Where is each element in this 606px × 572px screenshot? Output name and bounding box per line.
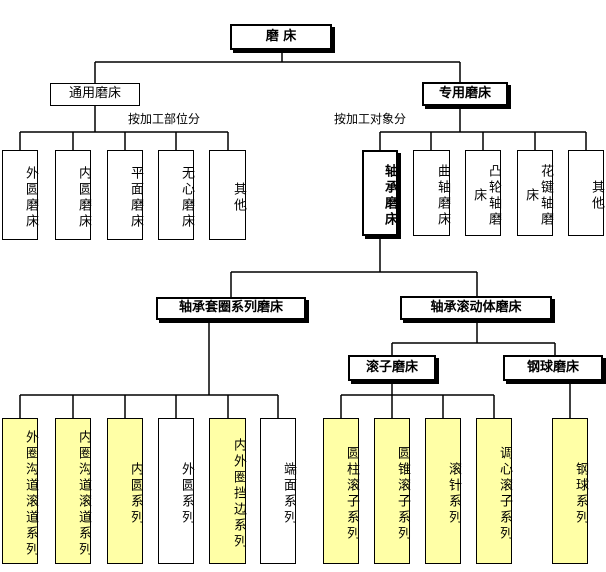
special-grinder-node: 专用磨床 (422, 82, 508, 106)
roller-item-2: 滚针系列 (425, 418, 461, 564)
connector-special (379, 107, 587, 150)
ring-item-1: 内圈沟道滚道系列 (55, 418, 91, 564)
special-item-4: 其他 (568, 150, 604, 236)
general-item-2: 平面磨床 (107, 150, 143, 240)
bearing-ring-node: 轴承套圈系列磨床 (156, 297, 306, 320)
general-classification-label: 按加工部位分 (128, 112, 201, 126)
general-item-1: 内圆磨床 (55, 150, 91, 240)
general-item-3: 无心磨床 (158, 150, 194, 240)
root-node: 磨 床 (230, 24, 332, 50)
connector-root (94, 50, 461, 83)
connector-ring (19, 320, 279, 418)
roller-item-1: 圆锥滚子系列 (374, 418, 410, 564)
general-grinder-node: 通用磨床 (50, 83, 140, 106)
ring-item-0: 外圈沟道滚道系列 (2, 418, 38, 564)
roller-item-3: 调心滚子系列 (476, 418, 512, 564)
bearing-rolling-node: 轴承滚动体磨床 (400, 296, 552, 320)
ring-item-3: 外圆系列 (158, 418, 194, 564)
special-item-0: 轴承磨床 (362, 150, 398, 236)
connector-roller (340, 381, 495, 418)
special-item-3: 花键轴磨床 (517, 150, 553, 236)
connector-general (19, 106, 229, 150)
roller-grinder-node: 滚子磨床 (348, 355, 436, 381)
special-item-2: 凸轮轴磨床 (465, 150, 501, 236)
ball-grinder-node: 钢球磨床 (503, 355, 603, 381)
special-item-1: 曲轴磨床 (413, 150, 450, 236)
ball-item-0: 钢球系列 (552, 418, 588, 564)
ring-item-4: 内外圈挡边系列 (209, 418, 246, 564)
connector-bearing (230, 236, 478, 297)
special-classification-label: 按加工对象分 (334, 112, 407, 126)
general-item-4: 其他 (209, 150, 246, 240)
roller-item-0: 圆柱滚子系列 (323, 418, 359, 564)
connector-rolling (391, 320, 556, 355)
ring-item-5: 端面系列 (260, 418, 296, 564)
ring-item-2: 内圆系列 (107, 418, 143, 564)
general-item-0: 外圆磨床 (2, 150, 38, 240)
